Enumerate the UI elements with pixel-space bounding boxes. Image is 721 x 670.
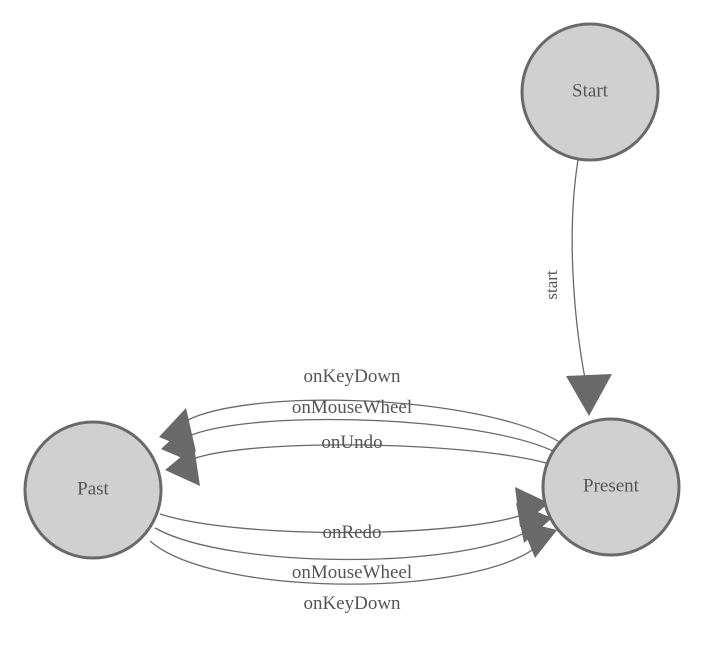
edge-past-present-wheel-path: [154, 527, 534, 561]
edge-present-past-undo-arrowhead: [165, 446, 200, 486]
edge-past-present-redo[interactable]: onRedo: [159, 487, 549, 543]
edge-past-present-keydown-label: onKeyDown: [303, 593, 401, 614]
edge-past-present-keydown-path: [149, 540, 541, 585]
edge-start-present-arrowhead: [566, 374, 612, 416]
edge-present-past-wheel-label: onMouseWheel: [292, 397, 412, 418]
edge-past-present-keydown-arrowhead: [520, 521, 557, 558]
node-start-circle: [520, 22, 660, 162]
edge-present-past-undo-label: onUndo: [321, 432, 382, 453]
edge-past-present-keydown[interactable]: onKeyDown: [149, 521, 557, 614]
edge-start-present-label: start: [542, 270, 561, 300]
edge-present-past-wheel-path: [179, 418, 554, 452]
node-present-circle: [541, 417, 681, 557]
node-past[interactable]: Past: [23, 420, 163, 560]
node-present-label: Present: [583, 475, 640, 496]
edge-past-present-wheel-label: onMouseWheel: [292, 562, 412, 583]
node-past-label: Past: [77, 478, 109, 499]
edge-start-present[interactable]: start: [542, 159, 612, 416]
edge-past-present-redo-label: onRedo: [322, 522, 381, 543]
node-start-label: Start: [572, 80, 609, 101]
edge-present-past-undo[interactable]: onUndo: [165, 432, 547, 486]
node-past-circle: [23, 420, 163, 560]
edge-present-past-keydown-label: onKeyDown: [303, 366, 401, 387]
edge-past-present-wheel[interactable]: onMouseWheel: [154, 503, 552, 583]
node-start[interactable]: Start: [520, 22, 660, 162]
edge-past-present-redo-path: [159, 511, 531, 534]
edge-start-present-path: [571, 159, 590, 399]
edge-present-past-keydown-path: [175, 399, 562, 444]
node-present[interactable]: Present: [541, 417, 681, 557]
edge-present-past-undo-path: [185, 444, 547, 464]
